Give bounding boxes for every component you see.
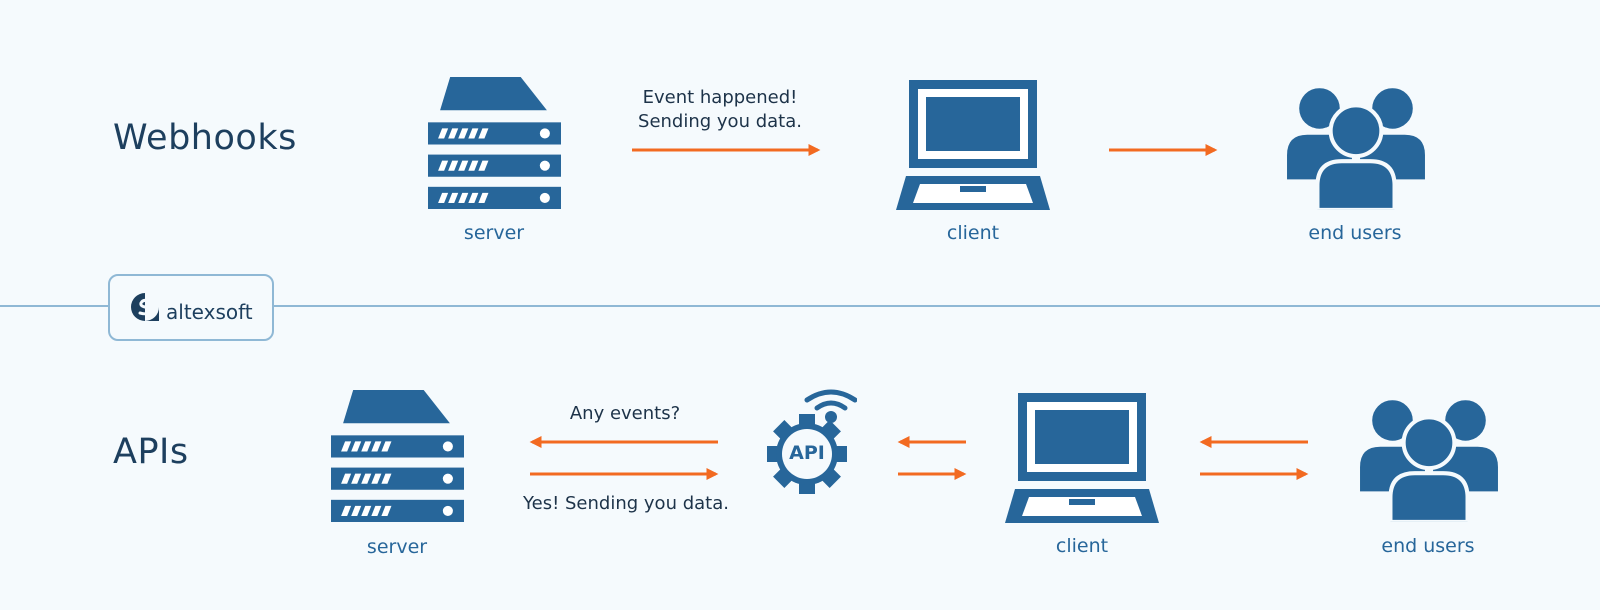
apis-request-message: Any events? [569, 403, 681, 424]
webhooks-message-line2: Sending you data. [638, 111, 802, 132]
apis-response-arrow [530, 468, 719, 480]
webhooks-message-line1: Event happened! [642, 87, 798, 108]
apis-request-arrow [529, 436, 718, 448]
webhooks-users-label: end users [1308, 222, 1402, 244]
apis-client-label: client [1055, 535, 1109, 557]
webhooks-client-label: client [946, 222, 1000, 244]
users-icon [1358, 400, 1500, 522]
api-gear-icon: API [767, 386, 857, 496]
apis-title: APIs [113, 432, 189, 472]
apis-users-response-arrow [1200, 468, 1309, 480]
api-badge-text: API [789, 442, 825, 464]
brand-name: altexsoft [166, 300, 253, 324]
laptop-icon [1004, 393, 1160, 523]
apis-users-label: end users [1381, 535, 1475, 557]
apis-api-request-arrow [897, 436, 966, 448]
webhooks-server-label: server [463, 222, 525, 244]
section-divider [0, 305, 1600, 307]
webhooks-server-to-client-arrow [632, 144, 821, 156]
apis-api-response-arrow [898, 468, 967, 480]
brand-badge: altexsoft [108, 274, 274, 341]
server-icon [331, 390, 464, 523]
altexsoft-logo-icon [131, 293, 159, 321]
apis-response-message: Yes! Sending you data. [523, 493, 729, 514]
webhooks-message: Event happened! Sending you data. [620, 86, 820, 134]
webhooks-title: Webhooks [113, 118, 297, 158]
users-icon [1285, 88, 1427, 210]
laptop-icon [895, 80, 1051, 210]
server-icon [428, 77, 561, 210]
api-icon [767, 386, 857, 496]
webhooks-client-to-users-arrow [1109, 144, 1218, 156]
apis-server-label: server [366, 536, 428, 558]
apis-users-request-arrow [1199, 436, 1308, 448]
